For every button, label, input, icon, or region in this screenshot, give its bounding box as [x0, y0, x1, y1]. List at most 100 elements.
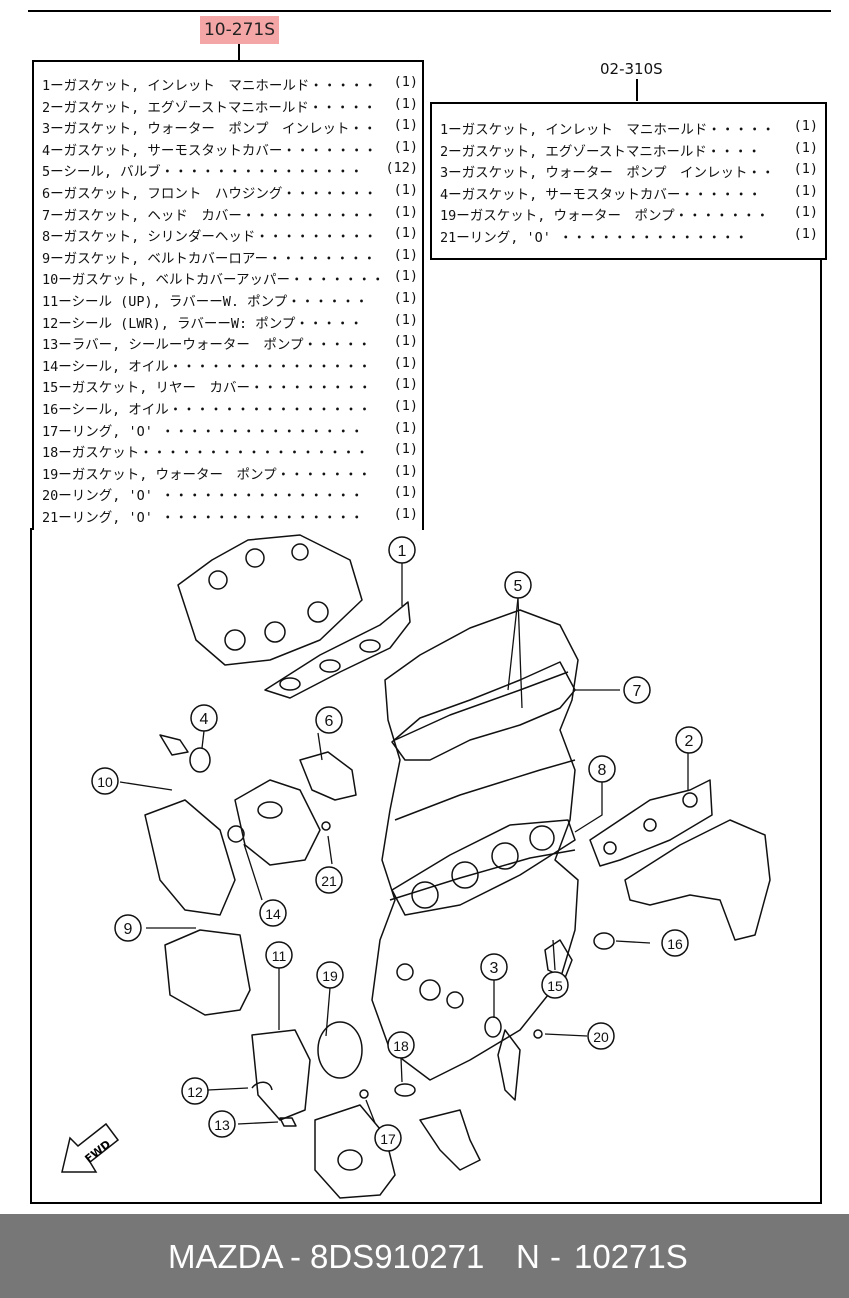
oil-seal-front-drawing [227, 825, 245, 843]
list-item: 7ーガスケット, ヘッド カバー・・・・・・・・・・(1) [42, 204, 420, 226]
water-pump-inlet-gasket-drawing [484, 1016, 502, 1038]
callout-21: 21 [315, 866, 343, 894]
head-cover-gasket-drawing [391, 661, 576, 761]
callout-9: 9 [114, 914, 142, 942]
part-qty: (1) [393, 181, 418, 198]
list-item: 11ーシール (UP), ラバーーW. ポンプ・・・・・・(1) [42, 290, 420, 312]
callout-label: 6 [325, 713, 334, 730]
part-qty: (1) [793, 161, 818, 178]
pump-seal-lower-drawing [251, 1081, 273, 1091]
top-rule [28, 10, 831, 12]
part-name: 20ーリング, 'O' ・・・・・・・・・・・・・・・ [42, 488, 364, 505]
exhaust-manifold-drawing [589, 779, 771, 941]
footer-brand: MAZDA [168, 1238, 284, 1275]
callout-1: 1 [388, 536, 416, 564]
part-name: 21ーリング, 'O' ・・・・・・・・・・・・・・ [440, 229, 749, 246]
callout-label: 9 [124, 921, 133, 938]
part-name: 19ーガスケット, ウォーター ポンプ・・・・・・・ [42, 466, 372, 483]
callout-label: 4 [200, 711, 209, 728]
part-name: 10ーガスケット, ベルトカバーアッパー・・・・・・・ [42, 272, 385, 289]
part-name: 21ーリング, 'O' ・・・・・・・・・・・・・・・ [42, 509, 364, 526]
part-qty: (1) [393, 268, 418, 285]
list-item: 2ーガスケット, エグゾーストマニホールド・・・・(1) [440, 140, 820, 162]
oil-pump-drawing [314, 1104, 396, 1199]
part-qty: (1) [393, 397, 418, 414]
water-pump-gasket-drawing [317, 1021, 363, 1079]
list-item: 13ーラバー, シールーウォーター ポンプ・・・・・(1) [42, 333, 420, 355]
footer-ref-prefix: N [516, 1238, 540, 1275]
part-name: 15ーガスケット, リヤー カバー・・・・・・・・・ [42, 380, 372, 397]
list-item: 18ーガスケット・・・・・・・・・・・・・・・・・(1) [42, 441, 420, 463]
diagram-frame-right-edge [820, 260, 822, 530]
callout-label: 20 [593, 1029, 609, 1045]
subkit-code-label: 02-310S [600, 60, 663, 78]
list-item: 1ーガスケット, インレット マニホールド・・・・・(1) [42, 74, 420, 96]
callout-19: 19 [316, 961, 344, 989]
part-qty: (1) [393, 225, 418, 242]
callout-7: 7 [623, 676, 651, 704]
diagram-frame [30, 528, 822, 1204]
part-qty: (1) [393, 95, 418, 112]
footer-part-number: 8DS910271 [310, 1238, 485, 1275]
list-item: 17ーリング, 'O' ・・・・・・・・・・・・・・・ (1) [42, 420, 420, 442]
list-item: 10ーガスケット, ベルトカバーアッパー・・・・・・・ (1) [42, 268, 420, 290]
callout-label: 18 [393, 1038, 409, 1054]
part-qty: (1) [393, 376, 418, 393]
part-name: 2ーガスケット, エグゾーストマニホールド・・・・・ [42, 99, 377, 116]
part-qty: (1) [393, 419, 418, 436]
callout-17: 17 [374, 1124, 402, 1152]
list-item: 20ーリング, 'O' ・・・・・・・・・・・・・・・ (1) [42, 484, 420, 506]
fwd-arrow: FWD [61, 1122, 120, 1173]
thermostat-cover-gasket-drawing [189, 747, 211, 773]
o-ring-20-drawing [533, 1029, 543, 1039]
footer-bar: MAZDA - 8DS910271 N - 10271S [0, 1214, 849, 1298]
list-item: 3ーガスケット, ウォーター ポンプ インレット・・(1) [42, 117, 420, 139]
part-qty: (1) [393, 462, 418, 479]
main-parts-list: 1ーガスケット, インレット マニホールド・・・・・(1) 2ーガスケット, エ… [42, 74, 420, 527]
callout-12: 12 [181, 1077, 209, 1105]
part-name: 17ーリング, 'O' ・・・・・・・・・・・・・・・ [42, 423, 364, 440]
part-name: 7ーガスケット, ヘッド カバー・・・・・・・・・・ [42, 207, 377, 224]
kit-code-connector [238, 44, 240, 62]
callout-label: 17 [380, 1131, 396, 1147]
list-item: 6ーガスケット, フロント ハウジング・・・・・・・ (1) [42, 182, 420, 204]
part-qty: (1) [393, 484, 418, 501]
callout-label: 2 [685, 733, 694, 750]
cylinder-head-gasket-drawing [391, 819, 576, 916]
part-qty: (1) [393, 333, 418, 350]
callout-13: 13 [208, 1110, 236, 1138]
callout-11: 11 [265, 941, 293, 969]
callout-label: 3 [490, 960, 499, 977]
list-item: 16ーシール, オイル・・・・・・・・・・・・・・・ (1) [42, 398, 420, 420]
part-qty: (1) [793, 118, 818, 134]
callout-6: 6 [315, 706, 343, 734]
footer-separator: - [550, 1238, 561, 1275]
list-item: 1ーガスケット, インレット マニホールド・・・・・ (1) [440, 118, 820, 140]
intake-manifold-gasket-drawing [177, 534, 411, 699]
callout-8: 8 [588, 755, 616, 783]
callout-label: 1 [398, 543, 407, 560]
lower-belt-cover-drawing [164, 929, 251, 1016]
footer-separator: - [290, 1238, 301, 1275]
list-item: 15ーガスケット, リヤー カバー・・・・・・・・・ (1) [42, 376, 420, 398]
part-name: 1ーガスケット, インレット マニホールド・・・・・ [440, 122, 775, 138]
part-qty: (12) [385, 160, 418, 177]
oil-seal-rear-drawing [593, 932, 615, 950]
part-qty: (1) [393, 311, 418, 328]
subkit-code-connector [636, 79, 638, 101]
part-qty: (1) [793, 139, 818, 156]
list-item: 5ーシール, バルブ・・・・・・・・・・・・・・・(12) [42, 160, 420, 182]
main-parts-list-box [32, 60, 424, 530]
list-item: 9ーガスケット, ベルトカバーロアー・・・・・・・・(1) [42, 247, 420, 269]
part-name: 16ーシール, オイル・・・・・・・・・・・・・・・ [42, 401, 372, 418]
list-item: 12ーシール (LWR), ラバーーW: ポンプ・・・・・(1) [42, 312, 420, 334]
callout-4: 4 [190, 704, 218, 732]
callout-label: 21 [321, 873, 337, 889]
part-name: 6ーガスケット, フロント ハウジング・・・・・・・ [42, 185, 377, 202]
list-item: 2ーガスケット, エグゾーストマニホールド・・・・・ (1) [42, 96, 420, 118]
engine-block-drawing [371, 609, 579, 1081]
part-name: 19ーガスケット, ウォーター ポンプ・・・・・・・ [440, 208, 770, 225]
water-pump-drawing [251, 1029, 311, 1121]
part-name: 1ーガスケット, インレット マニホールド・・・・・ [42, 78, 377, 94]
callout-16: 16 [661, 929, 689, 957]
